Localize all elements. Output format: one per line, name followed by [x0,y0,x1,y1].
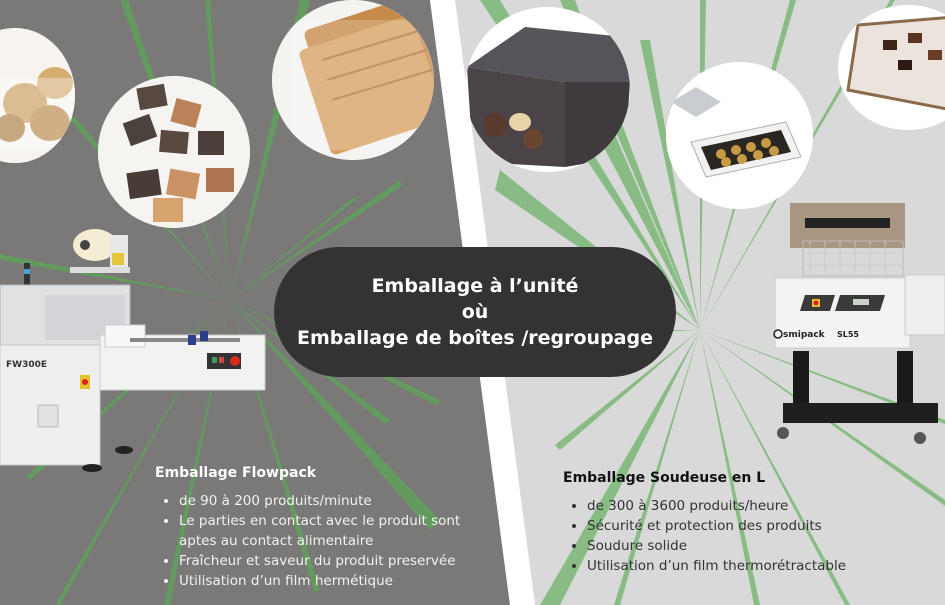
feature-item: Sécurité et protection des produits [587,516,883,536]
image-shrink-wrapped-praline-tray [666,62,813,209]
banner-line-or: où [461,301,489,323]
image-wrapped-biscuits [272,0,434,160]
feature-item: de 300 à 3600 produits/heure [587,496,883,516]
feature-item: de 90 à 200 produits/minute [179,491,475,511]
l-sealer-feature-list: de 300 à 3600 produits/heure Sécurité et… [563,496,883,576]
l-sealer-title: Emballage Soudeuse en L [563,470,766,486]
packaging-type-banner: Emballage à l’unité où Emballage de boît… [274,247,676,377]
l-sealer-feature-block: Emballage Soudeuse en L de 300 à 3600 pr… [563,470,883,576]
flowpack-feature-block: Emballage Flowpack de 90 à 200 produits/… [155,465,475,591]
banner-line-unit: Emballage à l’unité [371,275,579,297]
feature-item: Utilisation d’un film hermétique [179,571,475,591]
image-wrapped-cookies [0,28,75,163]
flowpack-title: Emballage Flowpack [155,465,317,481]
svg-text:smipack: smipack [783,330,826,340]
svg-text:SL55: SL55 [837,330,859,339]
l-sealer-machine-image: smipack SL55 [773,203,945,444]
banner-line-boxes: Emballage de boîtes /regroupage [297,327,653,349]
image-shrink-wrapped-chocolate-box [465,7,630,172]
flowpack-feature-list: de 90 à 200 produits/minute Le parties e… [155,491,475,591]
flowpack-machine-image: FW300E [0,229,266,472]
image-wrapped-chocolates [98,76,250,228]
svg-text:FW300E: FW300E [6,360,47,370]
feature-item: Fraîcheur et saveur du produit preservée [179,551,475,571]
image-chocolate-gift-box [838,5,945,130]
feature-item: Le parties en contact avec le produit so… [179,511,475,551]
feature-item: Soudure solide [587,536,883,556]
feature-item: Utilisation d’un film thermorétractable [587,556,883,576]
